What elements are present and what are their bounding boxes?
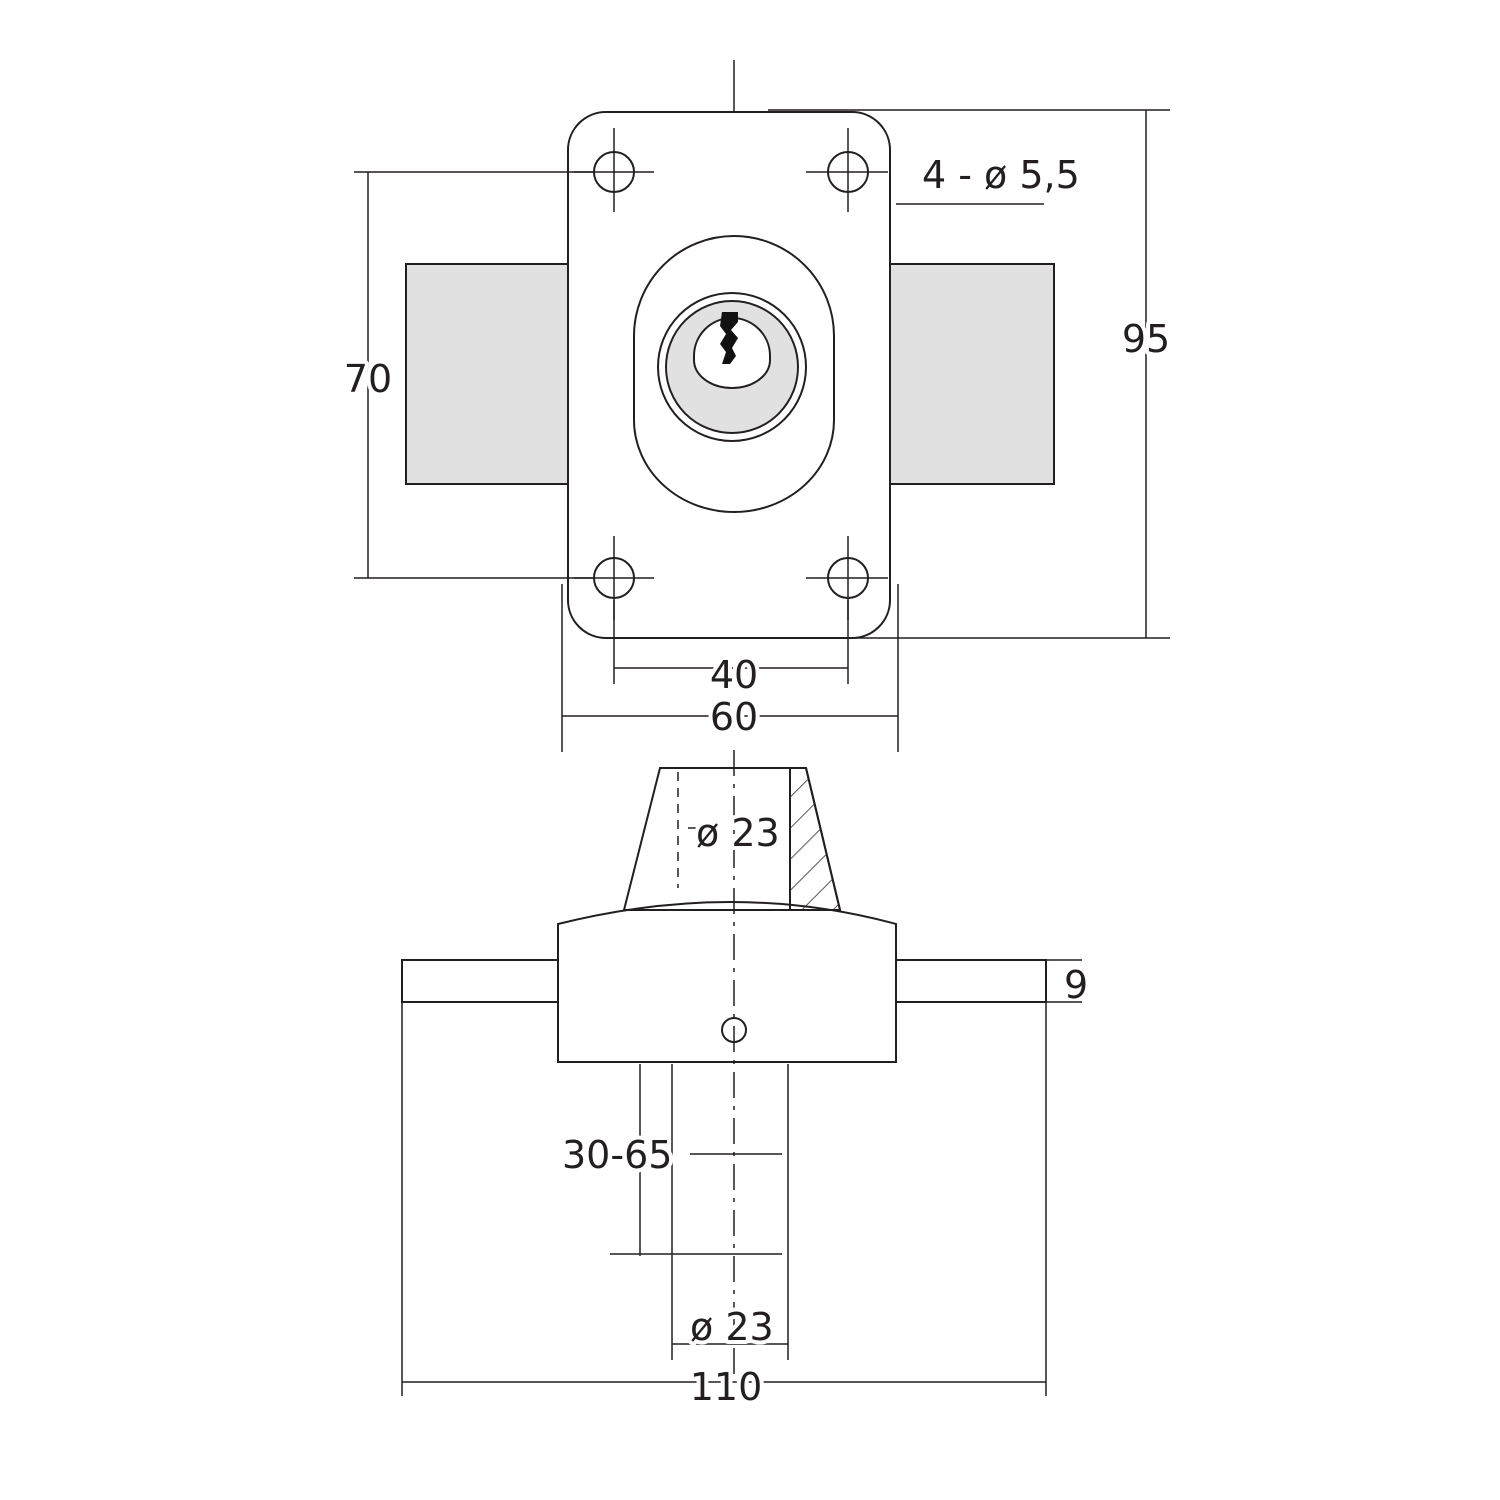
dim-height-total-label: 95 (1122, 317, 1170, 361)
dim-width-plate-label: 60 (710, 695, 758, 739)
front-view: 4 - ø 5,5 95 70 40 60 (340, 60, 1174, 752)
mounting-holes (574, 128, 888, 620)
dim-width-holes-label: 40 (710, 653, 758, 697)
dim-cylinder-bottom-label: ø 23 (690, 1305, 774, 1349)
cylinder-hatch (789, 767, 842, 911)
right-bolt (889, 263, 1055, 485)
cylinder-ring-outer (657, 292, 807, 442)
dim-width-total-label: 110 (690, 1365, 763, 1409)
escutcheon (633, 235, 835, 513)
left-bolt-side (401, 959, 559, 1003)
left-bolt (405, 263, 569, 485)
dim-holes-label: 4 - ø 5,5 (922, 153, 1080, 197)
key-slot-icon (720, 312, 738, 364)
mounting-plate (567, 111, 891, 639)
right-bolt-side (895, 959, 1047, 1003)
dim-cylinder-top-label: ø 23 (696, 811, 780, 855)
dim-height-holes-label: 70 (344, 357, 392, 401)
dim-door-thickness-label: 30-65 (562, 1133, 672, 1177)
lock-body (557, 901, 897, 1063)
side-view: ø 23 9 30-65 ø 23 110 (401, 750, 1088, 1413)
dim-bolt-thickness-label: 9 (1064, 963, 1088, 1007)
